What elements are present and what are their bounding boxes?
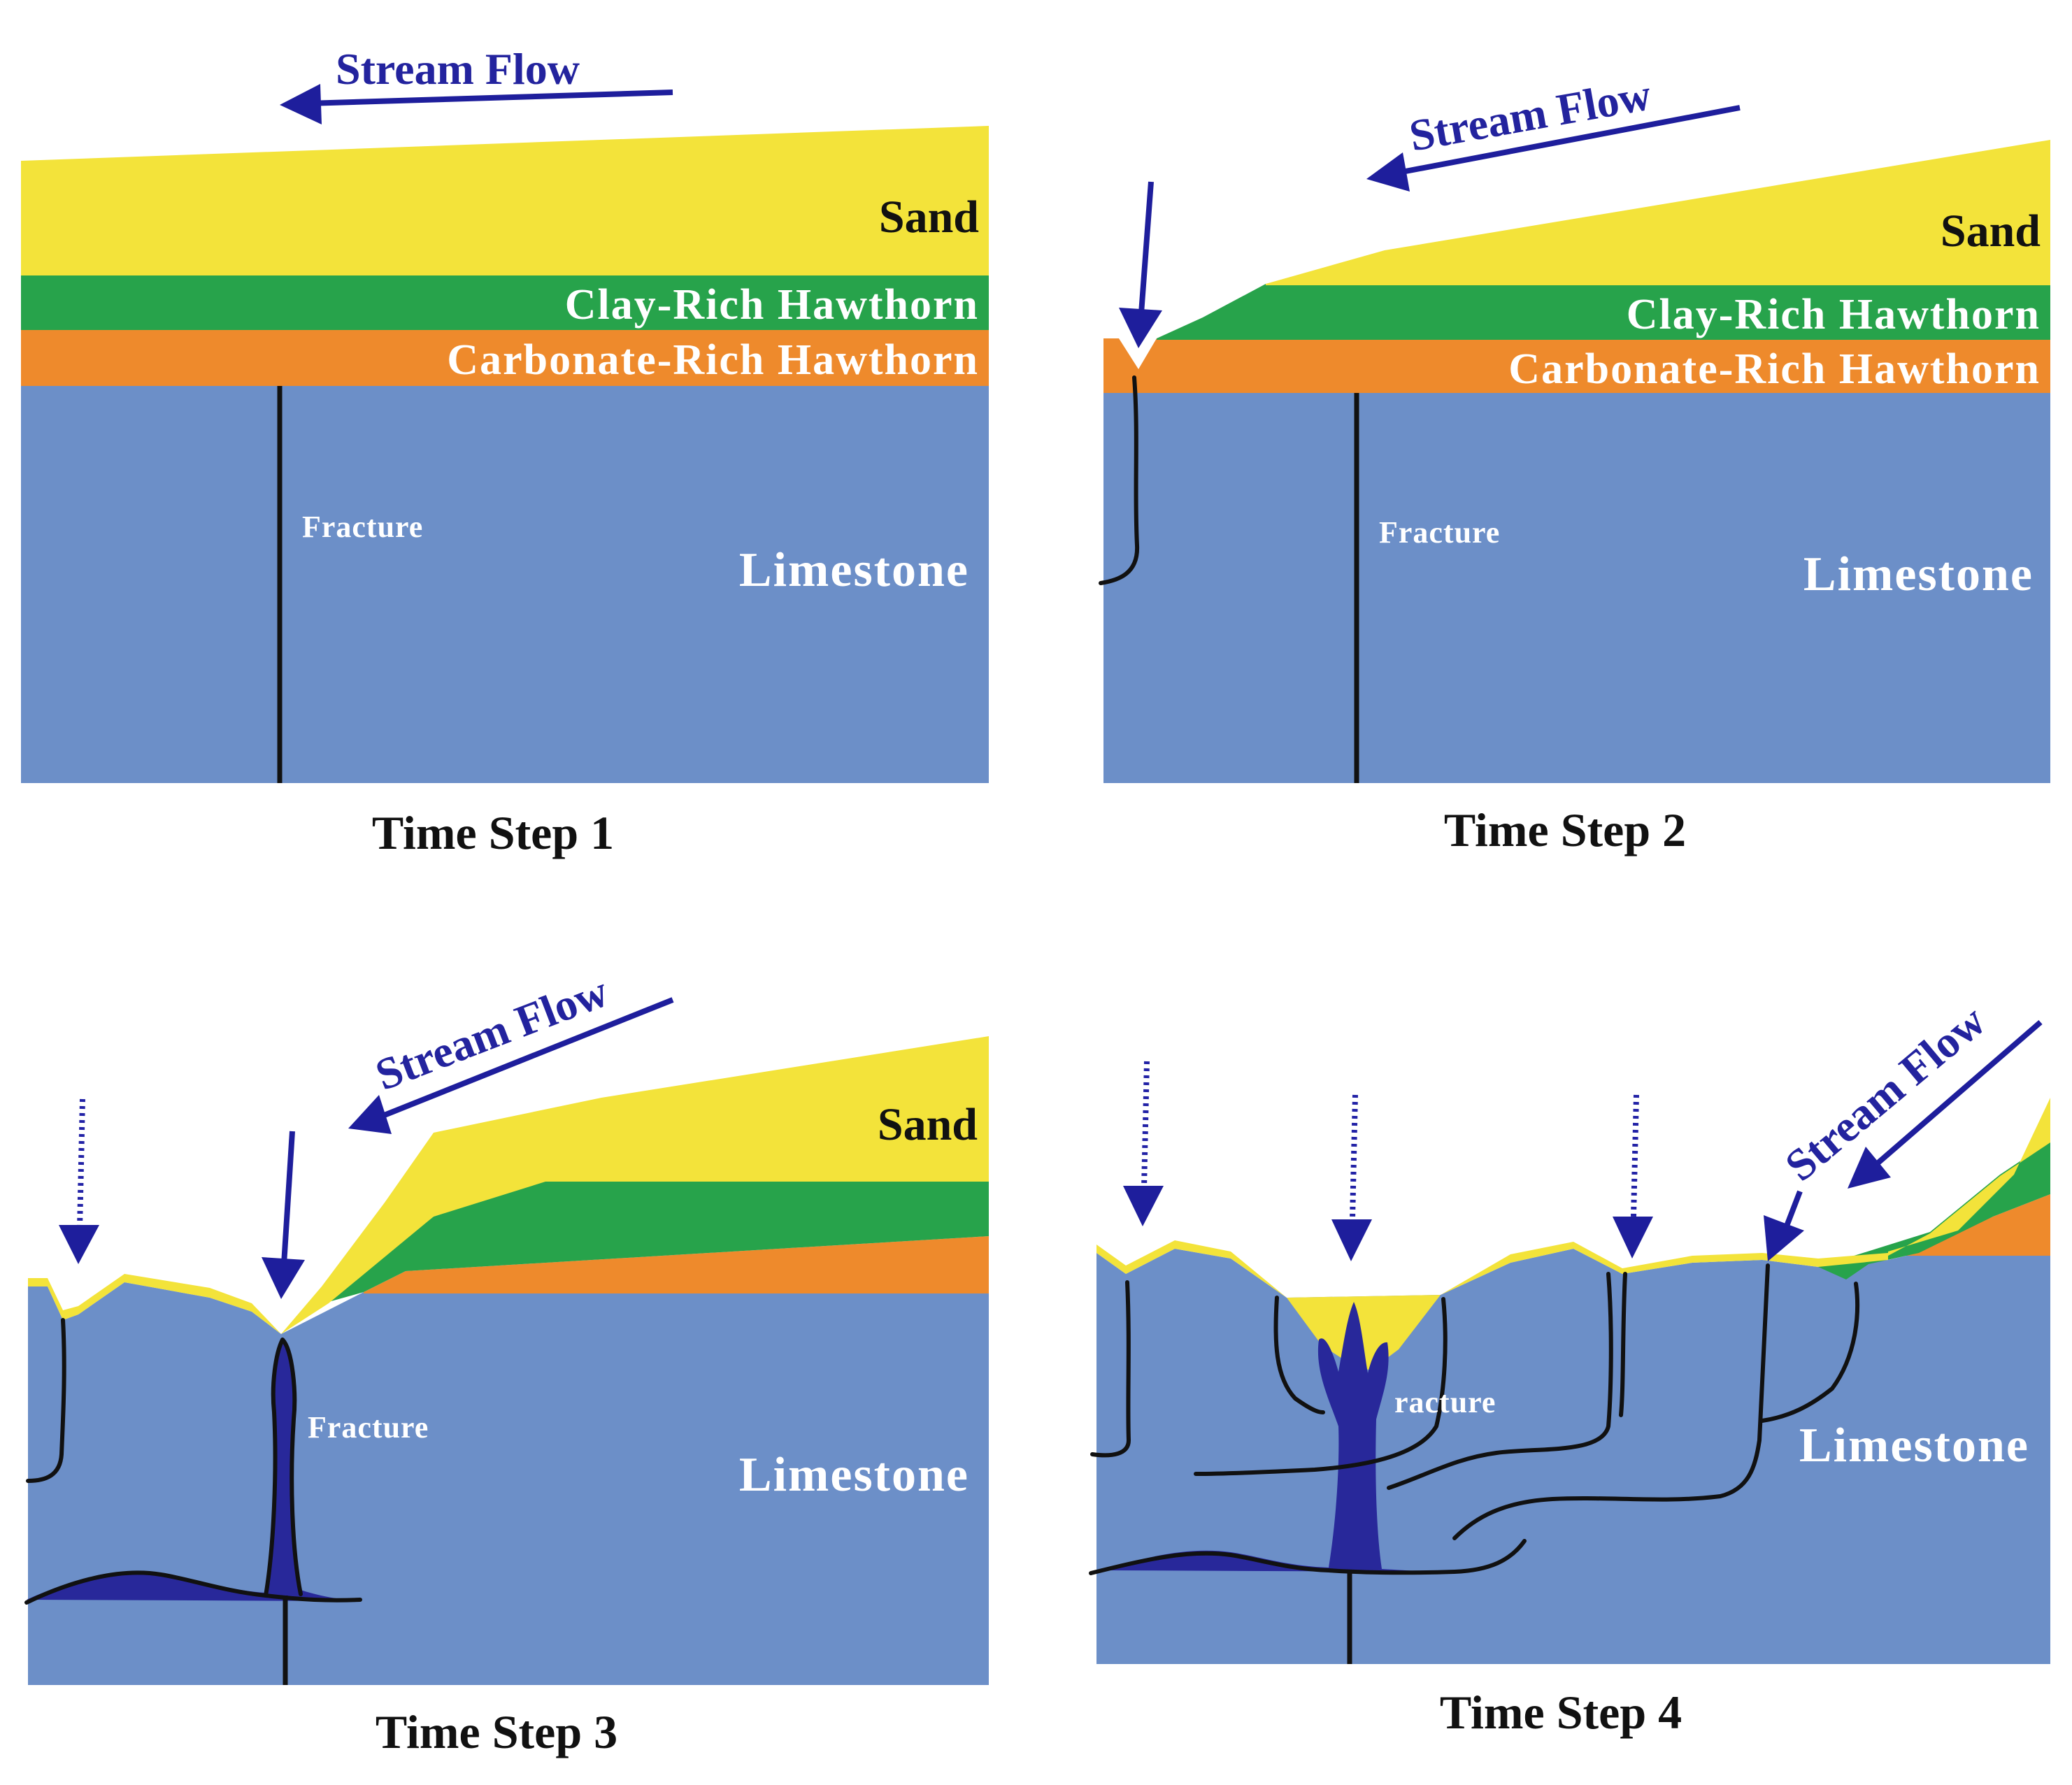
clay-hawthorn-layer bbox=[281, 1180, 989, 1334]
clay-hawthorn-layer bbox=[1157, 284, 2050, 340]
dotted-recharge-arrow-3 bbox=[1613, 1094, 1653, 1259]
clay-hawthorn-label: Clay-Rich Hawthorn bbox=[565, 281, 979, 329]
sinkhole-crack bbox=[1099, 375, 1140, 585]
stream-flow-label: Stream Flow bbox=[369, 966, 615, 1100]
carbonate-hawthorn-label: Carbonate-Rich Hawthorn bbox=[1508, 345, 2041, 393]
sand-remnant bbox=[28, 1274, 281, 1334]
stream-flow-label: Stream Flow bbox=[336, 44, 580, 94]
crack-5 bbox=[1619, 1272, 1627, 1417]
crack-2 bbox=[1273, 1296, 1325, 1414]
panel-time-step-4: racture Limestone Stream Flow Time Step … bbox=[1089, 996, 2050, 1739]
carbonate-hawthorn-label: Carbonate-Rich Hawthorn bbox=[447, 336, 979, 384]
stream-flow-arrow bbox=[280, 84, 673, 124]
time-step-caption: Time Step 2 bbox=[1444, 803, 1686, 856]
limestone-label: Limestone bbox=[1799, 1419, 2029, 1472]
sand-label: Sand bbox=[879, 192, 979, 243]
clay-hawthorn-layer bbox=[1818, 1141, 2050, 1279]
crack-1 bbox=[1090, 1280, 1131, 1458]
dissolution-conduit bbox=[27, 1340, 360, 1601]
stream-flow-arrow bbox=[1366, 105, 1741, 192]
recharge-arrow-4 bbox=[1764, 1190, 1804, 1261]
fracture-label: Fracture bbox=[302, 510, 423, 544]
dissolution-conduit bbox=[1103, 1302, 1441, 1572]
clay-hawthorn-layer bbox=[21, 274, 989, 330]
limestone-layer bbox=[21, 385, 989, 783]
sand-layer bbox=[21, 126, 989, 275]
recharge-arrow bbox=[262, 1131, 305, 1299]
carbonate-hawthorn-layer bbox=[1103, 338, 2050, 393]
limestone-label: Limestone bbox=[739, 1448, 969, 1502]
sand-layer bbox=[1266, 140, 2050, 285]
bedding-crack bbox=[24, 1570, 362, 1605]
sand-remnant bbox=[1096, 1240, 1888, 1298]
crack-3 bbox=[1194, 1297, 1448, 1476]
sinkhole-sand-fill bbox=[1287, 1295, 1441, 1370]
crack-7 bbox=[1760, 1282, 1860, 1423]
recharge-arrow bbox=[1119, 181, 1162, 348]
fracture-label: Fracture bbox=[1379, 515, 1500, 550]
conduit-outline bbox=[264, 1338, 303, 1598]
dotted-recharge-arrow-1 bbox=[1123, 1061, 1164, 1226]
limestone-label: Limestone bbox=[739, 543, 969, 597]
crack-6 bbox=[1452, 1263, 1770, 1540]
dotted-recharge-arrow bbox=[59, 1098, 99, 1264]
fracture-label: Fracture bbox=[308, 1410, 429, 1445]
sand-label: Sand bbox=[878, 1099, 978, 1150]
panel-time-step-2: Sand Clay-Rich Hawthorn Carbonate-Rich H… bbox=[1099, 69, 2050, 856]
stream-flow-arrow bbox=[348, 997, 674, 1134]
carbonate-hawthorn-layer bbox=[21, 329, 989, 386]
fracture-label-partial: racture bbox=[1394, 1385, 1496, 1419]
panel-time-step-1: Sand Clay-Rich Hawthorn Carbonate-Rich H… bbox=[21, 44, 989, 859]
limestone-layer bbox=[1103, 392, 2050, 783]
time-step-caption: Time Step 4 bbox=[1440, 1686, 1682, 1739]
dotted-recharge-arrow-2 bbox=[1331, 1094, 1372, 1261]
time-step-caption: Time Step 3 bbox=[376, 1705, 617, 1758]
stream-flow-arrow bbox=[1848, 1019, 2043, 1189]
time-step-caption: Time Step 1 bbox=[372, 806, 614, 859]
side-crack bbox=[26, 1318, 66, 1483]
crack-4 bbox=[1387, 1272, 1613, 1490]
clay-hawthorn-label: Clay-Rich Hawthorn bbox=[1627, 291, 2041, 338]
limestone-label: Limestone bbox=[1803, 547, 2034, 601]
sand-label: Sand bbox=[1941, 206, 2041, 257]
panel-time-step-3: Sand Fracture Limestone Stream Flow Time… bbox=[24, 966, 989, 1758]
bedding-crack bbox=[1089, 1539, 1527, 1575]
carbonate-hawthorn-layer bbox=[364, 1236, 989, 1293]
sand-layer bbox=[281, 1036, 989, 1334]
